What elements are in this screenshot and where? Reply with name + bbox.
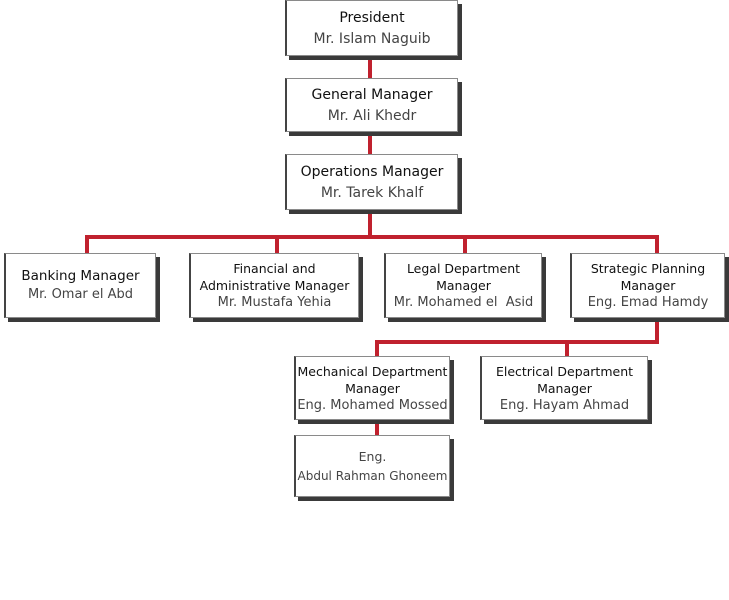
node-person: Mr. Omar el Abd bbox=[27, 287, 134, 302]
node-title: Strategic Planning Manager bbox=[590, 261, 706, 293]
node-operations-manager: Operations Manager Mr. Tarek Khalf bbox=[285, 154, 458, 210]
node-banking-manager: Banking Manager Mr. Omar el Abd bbox=[4, 253, 156, 318]
connector-to-mechanical bbox=[375, 340, 379, 356]
node-engineer: Eng. Abdul Rahman Ghoneem bbox=[294, 435, 450, 497]
node-title: Banking Manager bbox=[21, 268, 140, 284]
node-title: President bbox=[339, 9, 405, 26]
node-person: Mr. Islam Naguib bbox=[313, 30, 431, 47]
node-person: Mr. Mustafa Yehia bbox=[217, 295, 332, 310]
connector-level3-bar bbox=[85, 235, 659, 239]
node-title: Mechanical Department Manager bbox=[297, 363, 448, 396]
connector-mechanical-engineer bbox=[375, 420, 379, 435]
node-legal-manager: Legal Department Manager Mr. Mohamed el … bbox=[384, 253, 542, 318]
connector-level4-bar bbox=[375, 340, 659, 344]
node-electrical-manager: Electrical Department Manager Eng. Hayam… bbox=[480, 356, 648, 420]
node-title: General Manager bbox=[311, 86, 433, 103]
node-person: Mr. Mohamed el Asid bbox=[393, 295, 534, 310]
node-title: Legal Department Manager bbox=[406, 261, 521, 293]
node-financial-manager: Financial and Administrative Manager Mr.… bbox=[189, 253, 359, 318]
connector-strategic-down bbox=[655, 318, 659, 342]
node-person: Mr. Tarek Khalf bbox=[320, 184, 424, 201]
connector-to-banking bbox=[85, 235, 89, 253]
connector-operations-down bbox=[368, 210, 372, 237]
node-title: Operations Manager bbox=[300, 163, 444, 180]
node-person: Abdul Rahman Ghoneem bbox=[297, 468, 448, 483]
node-title: Financial and Administrative Manager bbox=[199, 261, 350, 293]
node-title: Eng. bbox=[358, 448, 387, 464]
node-person: Eng. Hayam Ahmad bbox=[499, 397, 630, 413]
connector-to-electrical bbox=[565, 340, 569, 356]
node-person: Mr. Ali Khedr bbox=[327, 107, 417, 124]
connector-president-gm bbox=[368, 56, 372, 78]
connector-to-legal bbox=[463, 235, 467, 253]
connector-to-financial bbox=[275, 235, 279, 253]
node-general-manager: General Manager Mr. Ali Khedr bbox=[285, 78, 458, 132]
node-title: Electrical Department Manager bbox=[495, 363, 634, 396]
connector-gm-operations bbox=[368, 132, 372, 154]
node-person: Eng. Emad Hamdy bbox=[587, 295, 709, 310]
node-strategic-manager: Strategic Planning Manager Eng. Emad Ham… bbox=[570, 253, 725, 318]
node-mechanical-manager: Mechanical Department Manager Eng. Moham… bbox=[294, 356, 450, 420]
node-person: Eng. Mohamed Mossed bbox=[297, 397, 448, 413]
node-president: President Mr. Islam Naguib bbox=[285, 0, 458, 56]
connector-to-strategic bbox=[655, 235, 659, 253]
